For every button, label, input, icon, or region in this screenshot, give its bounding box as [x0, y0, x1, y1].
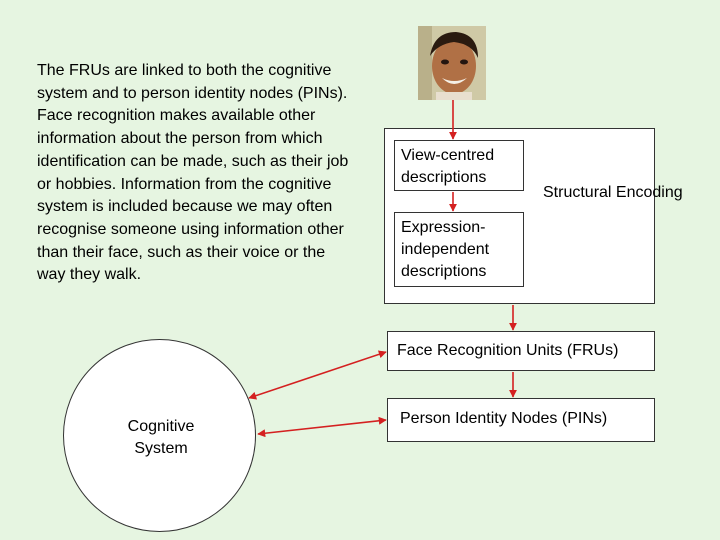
cognitive-system-label: Cognitive System	[127, 418, 195, 457]
structural-encoding-label: Structural Encoding	[543, 184, 683, 201]
arrow-pin-cognitive	[257, 416, 387, 438]
face-photo	[418, 26, 486, 100]
view-centred-box: View-centred descriptions	[394, 140, 524, 191]
pin-box: Person Identity Nodes (PINs)	[387, 398, 655, 442]
fru-box: Face Recognition Units (FRUs)	[387, 331, 655, 371]
arrow-fru-cognitive	[248, 350, 387, 400]
expression-independent-box: Expression-independent descriptions	[394, 212, 524, 287]
cognitive-system-circle	[63, 339, 256, 532]
description-paragraph: The FRUs are linked to both the cognitiv…	[37, 62, 349, 284]
